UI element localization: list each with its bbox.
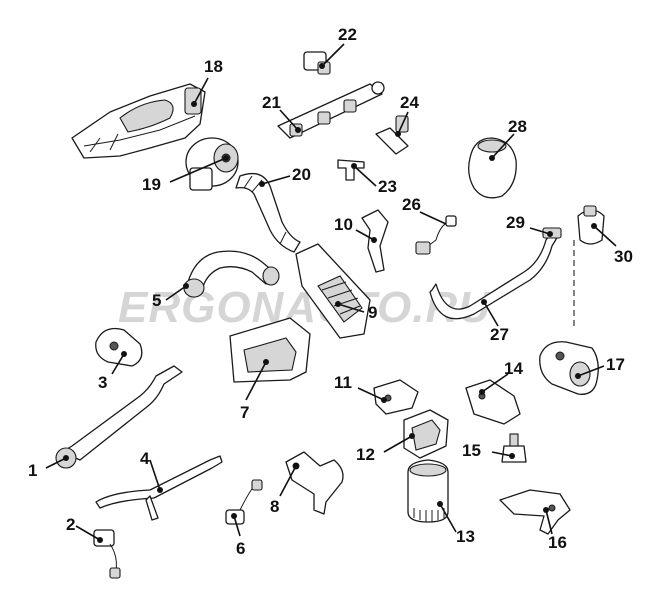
callout-9: 9: [368, 303, 377, 322]
part-18-intake-manifold: [71, 83, 206, 159]
callout-13: 13: [456, 527, 475, 546]
part-16-bracket: [499, 489, 571, 535]
callout-5: 5: [152, 291, 161, 310]
part-12-mount: [403, 409, 449, 459]
callout-20: 20: [292, 165, 311, 184]
callout-29: 29: [506, 213, 525, 232]
callout-17: 17: [606, 355, 625, 374]
callout-30: 30: [614, 247, 633, 266]
callout-8: 8: [270, 497, 279, 516]
callout-28: 28: [508, 117, 527, 136]
callout-4: 4: [140, 449, 150, 468]
callout-18: 18: [204, 57, 223, 76]
callout-labels: 1 2 3 4 5 6 7 8 9 10 11 12 13 14 15 16 1…: [28, 25, 633, 558]
leader-lines: [45, 43, 617, 543]
part-7-heat-shield: [229, 317, 311, 383]
callout-1: 1: [28, 461, 37, 480]
callout-3: 3: [98, 373, 107, 392]
part-3-coolant-flange: [95, 327, 143, 367]
part-20-intake-hose: [235, 172, 301, 253]
part-14-bracket: [465, 379, 521, 425]
callout-11: 11: [334, 373, 352, 392]
watermark-text: ERGONAUTO.RU: [118, 283, 491, 332]
part-23-tee-connector: [337, 159, 365, 181]
part-17-thermostat-housing: [539, 341, 599, 395]
callout-15: 15: [462, 441, 481, 460]
part-26-sensor-wire: [415, 215, 457, 255]
part-2-sensor: [93, 529, 121, 579]
callout-16: 16: [548, 533, 567, 552]
part-4-tube: [95, 455, 223, 521]
part-5-intake-pipe: [183, 250, 280, 298]
part-21-fuel-rail: [277, 81, 385, 139]
callout-2: 2: [66, 515, 75, 534]
callout-22: 22: [338, 25, 357, 44]
callout-10: 10: [334, 215, 353, 234]
part-28-reservoir: [468, 137, 517, 199]
callout-23: 23: [378, 177, 397, 196]
part-9-air-filter-housing: [295, 243, 371, 339]
callout-26: 26: [402, 195, 421, 214]
callout-12: 12: [356, 445, 375, 464]
part-30-valve: [577, 205, 605, 245]
part-13-oil-filter: [407, 459, 449, 523]
callout-6: 6: [236, 539, 245, 558]
part-11-bracket: [373, 379, 419, 415]
part-1-coolant-pipe: [55, 365, 183, 469]
callout-21: 21: [262, 93, 281, 112]
callout-7: 7: [240, 403, 249, 422]
callout-14: 14: [504, 359, 523, 378]
callout-24: 24: [400, 93, 419, 112]
callout-19: 19: [142, 175, 161, 194]
callout-27: 27: [490, 325, 509, 344]
part-8-pump: [285, 451, 344, 515]
